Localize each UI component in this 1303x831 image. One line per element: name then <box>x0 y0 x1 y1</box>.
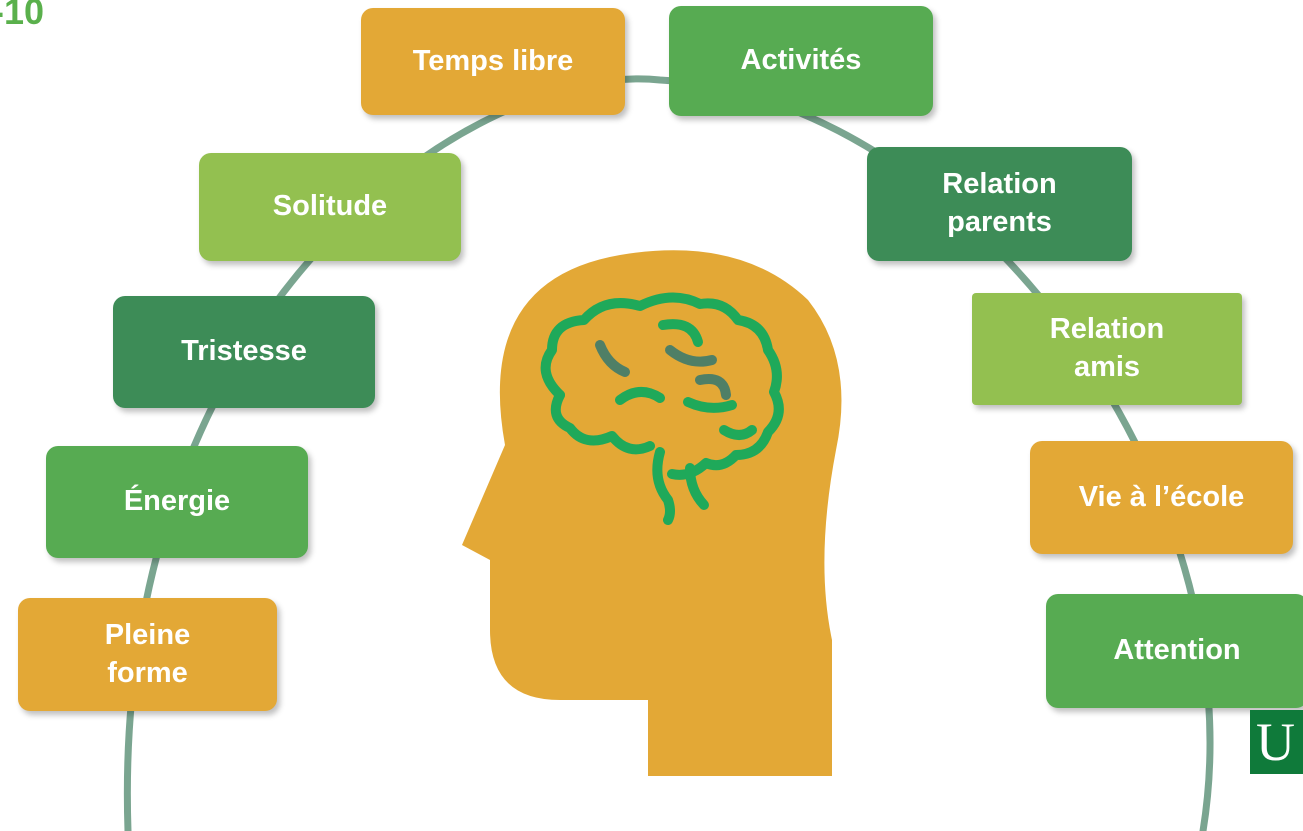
item-label: Énergie <box>123 485 231 518</box>
item-pleine-forme: Pleine forme <box>18 598 277 711</box>
item-label: Relation amis <box>1049 313 1165 383</box>
item-energie: Énergie <box>46 446 308 558</box>
item-temps-libre: Temps libre <box>361 8 625 115</box>
item-tristesse: Tristesse <box>113 296 375 408</box>
item-attention: Attention <box>1046 594 1303 708</box>
item-activites: Activités <box>669 6 933 116</box>
item-label: Vie à l’école <box>1078 480 1245 513</box>
item-relation-amis: Relation amis <box>972 293 1242 405</box>
item-relation-parents: Relation parents <box>867 147 1132 261</box>
item-label: Activités <box>740 44 862 77</box>
item-label: Attention <box>1113 634 1241 667</box>
item-label: Solitude <box>272 190 388 223</box>
item-label: Relation parents <box>942 168 1057 238</box>
item-label: Temps libre <box>412 44 574 77</box>
brain-icon <box>540 292 784 525</box>
item-vie-ecole: Vie à l’école <box>1030 441 1293 554</box>
item-solitude: Solitude <box>199 153 461 261</box>
item-label: Tristesse <box>181 335 307 368</box>
logo: U <box>1250 710 1303 774</box>
page-title: I-10 <box>0 0 45 32</box>
item-label: Pleine forme <box>104 618 191 689</box>
